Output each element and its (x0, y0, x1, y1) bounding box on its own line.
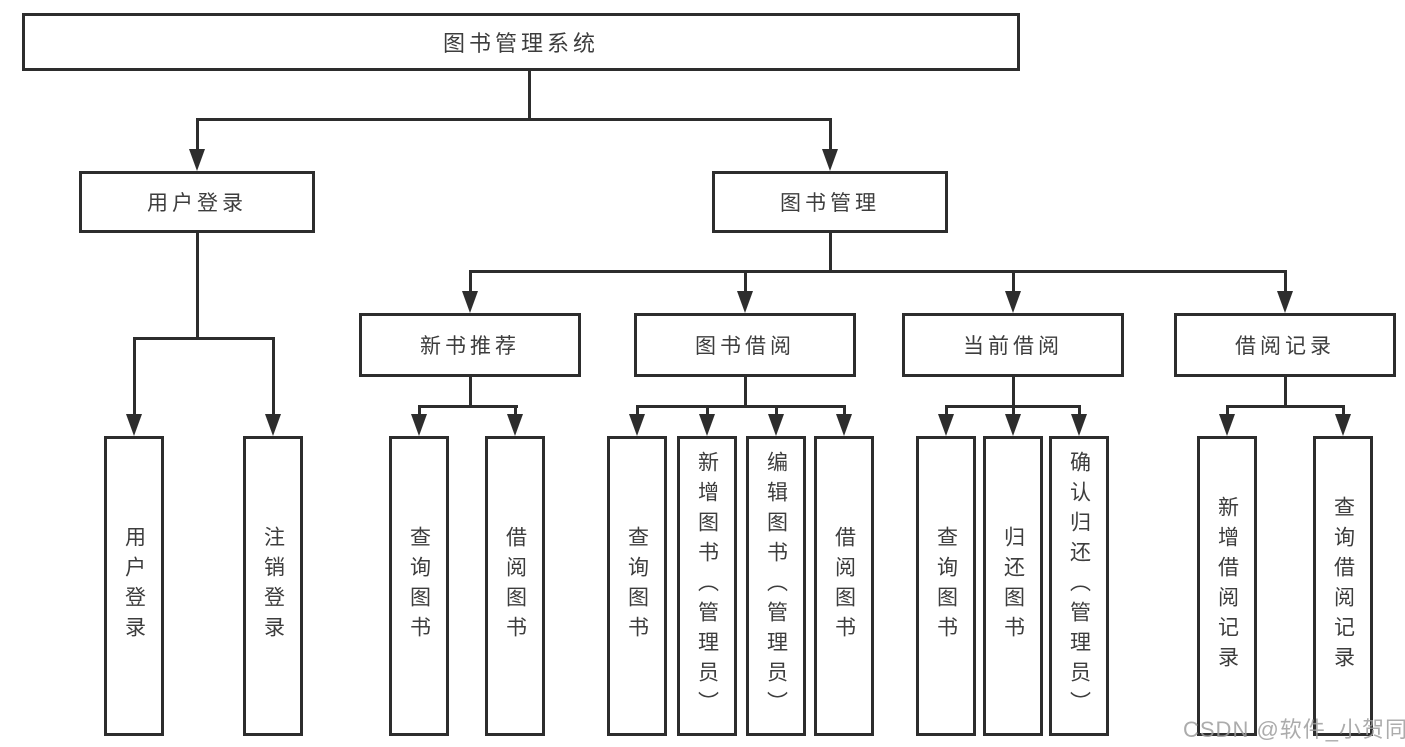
node-label: 图书借阅 (695, 335, 795, 358)
arrowhead (411, 414, 427, 436)
connector-bus (418, 405, 518, 408)
connector-level1-bus (196, 118, 832, 121)
node-book-borrowing: 图书借阅 (634, 313, 856, 377)
connector-stem (706, 405, 709, 416)
connector-stem (514, 405, 517, 416)
arrowhead (822, 149, 838, 171)
leaf-add-borrow-record: 新增借阅记录 (1197, 436, 1257, 736)
leaf-label: 用户登录 (122, 526, 146, 646)
arrowhead (629, 414, 645, 436)
connector-drop (744, 377, 747, 406)
leaf-borrow-books-recommend: 借阅图书 (485, 436, 545, 736)
arrowhead (768, 414, 784, 436)
connector-stem (272, 337, 275, 416)
leaf-label: 查询图书 (625, 526, 649, 646)
leaf-logout: 注销登录 (243, 436, 303, 736)
arrowhead (265, 414, 281, 436)
leaf-label: 新增借阅记录 (1215, 496, 1239, 676)
arrowhead (189, 149, 205, 171)
arrowhead (462, 291, 478, 313)
leaf-query-borrow-record: 查询借阅记录 (1313, 436, 1373, 736)
connector-stem (418, 405, 421, 416)
node-label: 图书管理系统 (442, 31, 599, 56)
leaf-confirm-return-admin: 确认归还（管理员） (1049, 436, 1109, 736)
node-label: 当前借阅 (963, 335, 1063, 358)
node-borrowing-records: 借阅记录 (1174, 313, 1396, 377)
connector-stem (1284, 270, 1287, 293)
csdn-watermark: CSDN @软件_小贺同学 (1183, 717, 1405, 742)
connector-stem-user-login (196, 118, 199, 151)
connector-stem (1078, 405, 1081, 416)
connector-stem (843, 405, 846, 416)
leaf-query-books-recommend: 查询图书 (389, 436, 449, 736)
connector-bus (1226, 405, 1345, 408)
connector-user-login-drop (196, 233, 199, 338)
node-label: 新书推荐 (420, 335, 520, 358)
connector-drop (1284, 377, 1287, 406)
leaf-borrow-books: 借阅图书 (814, 436, 874, 736)
node-new-book-recommend: 新书推荐 (359, 313, 581, 377)
connector-stem (1342, 405, 1345, 416)
node-library-management-system: 图书管理系统 (22, 13, 1020, 71)
leaf-label: 确认归还（管理员） (1067, 451, 1091, 721)
leaf-label: 注销登录 (261, 526, 285, 646)
arrowhead (836, 414, 852, 436)
node-label: 用户登录 (147, 192, 247, 215)
node-label: 图书管理 (780, 192, 880, 215)
leaf-label: 借阅图书 (832, 526, 856, 646)
node-label: 借阅记录 (1235, 335, 1335, 358)
connector-stem (469, 270, 472, 293)
connector-stem (636, 405, 639, 416)
leaf-query-books-current: 查询图书 (916, 436, 976, 736)
leaf-return-books: 归还图书 (983, 436, 1043, 736)
leaf-label: 新增图书（管理员） (695, 451, 719, 721)
arrowhead (938, 414, 954, 436)
connector-drop (1012, 377, 1015, 406)
leaf-user-login: 用户登录 (104, 436, 164, 736)
arrowhead (1219, 414, 1235, 436)
node-current-borrowing: 当前借阅 (902, 313, 1124, 377)
leaf-label: 查询借阅记录 (1331, 496, 1355, 676)
connector-stem (775, 405, 778, 416)
connector-level2-bus (469, 270, 1287, 273)
connector-stem (744, 270, 747, 293)
arrowhead (699, 414, 715, 436)
arrowhead (126, 414, 142, 436)
connector-drop (469, 377, 472, 406)
connector-stem (945, 405, 948, 416)
connector-stem (1012, 405, 1015, 416)
arrowhead (507, 414, 523, 436)
arrowhead (1005, 291, 1021, 313)
connector-book-mgmt-drop (829, 233, 832, 271)
arrowhead (1071, 414, 1087, 436)
arrowhead (1277, 291, 1293, 313)
leaf-label: 查询图书 (407, 526, 431, 646)
leaf-label: 查询图书 (934, 526, 958, 646)
arrowhead (737, 291, 753, 313)
leaf-add-books-admin: 新增图书（管理员） (677, 436, 737, 736)
connector-user-login-bus (133, 337, 275, 340)
leaf-edit-books-admin: 编辑图书（管理员） (746, 436, 806, 736)
connector-stem-book-mgmt (829, 118, 832, 151)
connector-stem (1226, 405, 1229, 416)
connector-stem (133, 337, 136, 416)
connector-stem (1012, 270, 1015, 293)
connector-root-drop (528, 71, 531, 119)
leaf-label: 归还图书 (1001, 526, 1025, 646)
node-user-login: 用户登录 (79, 171, 315, 233)
leaf-query-books-borrowing: 查询图书 (607, 436, 667, 736)
leaf-label: 编辑图书（管理员） (764, 451, 788, 721)
leaf-label: 借阅图书 (503, 526, 527, 646)
node-book-management: 图书管理 (712, 171, 948, 233)
connector-bus (636, 405, 846, 408)
arrowhead (1335, 414, 1351, 436)
arrowhead (1005, 414, 1021, 436)
